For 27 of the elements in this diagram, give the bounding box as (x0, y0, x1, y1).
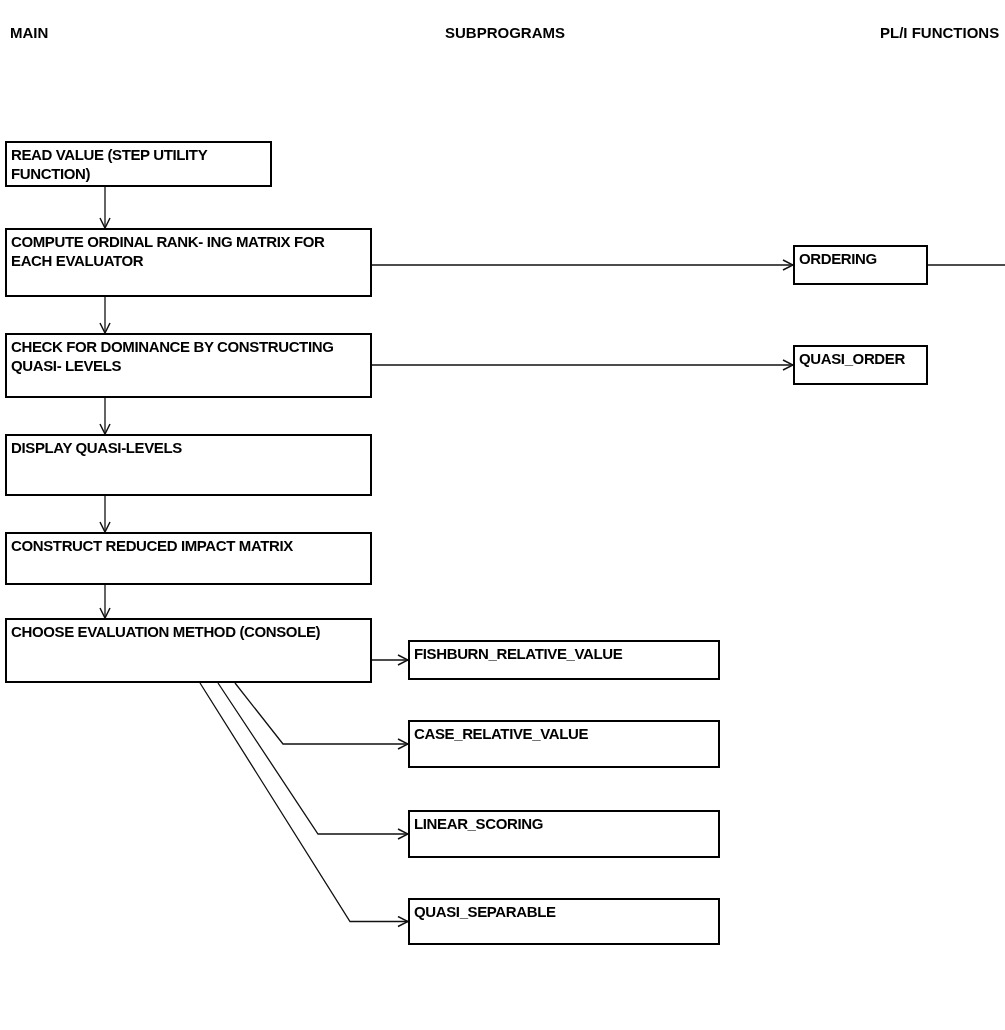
process-box: QUASI_ORDER (793, 345, 928, 385)
process-box: READ VALUE (STEP UTILITY FUNCTION) (5, 141, 272, 187)
process-box: CHECK FOR DOMINANCE BY CONSTRUCTING QUASI- LEVELS (5, 333, 372, 398)
process-box: ORDERING (793, 245, 928, 285)
process-box: LINEAR_SCORING (408, 810, 720, 858)
arrow (371, 654, 409, 666)
arrow (99, 584, 111, 619)
process-box: DISPLAY QUASI-LEVELS (5, 434, 372, 496)
arrow (199, 682, 409, 928)
process-box: CONSTRUCT REDUCED IMPACT MATRIX (5, 532, 372, 585)
column-heading: SUBPROGRAMS (445, 23, 565, 43)
arrow (99, 186, 111, 229)
arrow (217, 682, 409, 840)
arrow (99, 397, 111, 435)
process-box: FISHBURN_RELATIVE_VALUE (408, 640, 720, 680)
line (927, 264, 1005, 266)
process-box: COMPUTE ORDINAL RANK- ING MATRIX FOR EACH EVALUATOR (5, 228, 372, 297)
column-heading: MAIN (10, 23, 49, 43)
arrow (99, 495, 111, 533)
arrow (99, 296, 111, 334)
process-box: CHOOSE EVALUATION METHOD (CONSOLE) (5, 618, 372, 683)
process-box: QUASI_SEPARABLE (408, 898, 720, 945)
arrow (234, 682, 409, 750)
arrow (371, 359, 794, 371)
arrow (371, 259, 794, 271)
column-heading: PL/I FUNCTIONS (880, 23, 1000, 43)
process-box: CASE_RELATIVE_VALUE (408, 720, 720, 768)
